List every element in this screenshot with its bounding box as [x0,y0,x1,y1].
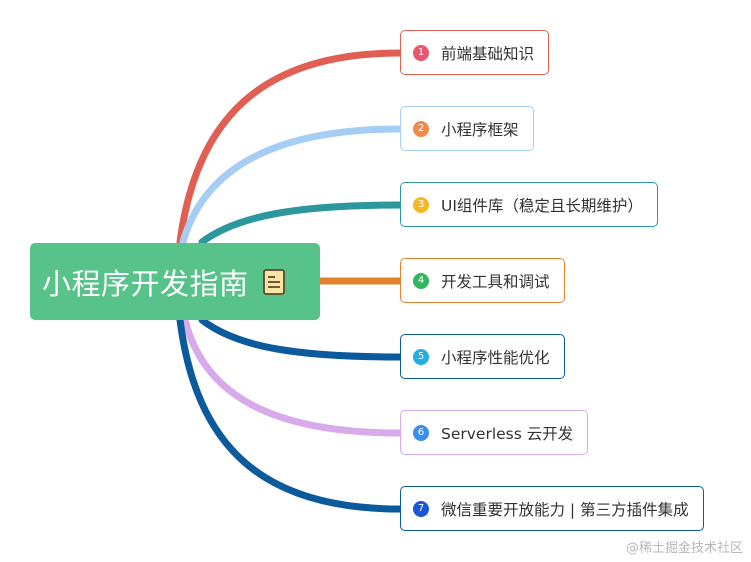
branch-label: 小程序性能优化 [441,348,550,367]
root-topic-title: 小程序开发指南 [42,266,249,301]
connector-branch-1 [176,49,404,246]
connector-branch-5 [198,316,404,361]
connector-branch-6 [181,316,404,437]
number-badge: 4 [413,272,429,289]
branch-node-6[interactable]: 6 Serverless 云开发 [400,410,589,455]
watermark: @稀土掘金技术社区 [625,541,743,556]
connector-branch-2 [179,125,404,246]
note-icon[interactable] [262,268,285,295]
branch-label: 前端基础知识 [441,44,535,63]
branch-label: 小程序框架 [441,120,519,139]
number-badge: 2 [413,120,429,137]
branch-label: 开发工具和调试 [441,272,550,291]
branch-node-3[interactable]: 3 UI组件库（稳定且长期维护） [400,182,658,227]
branch-node-5[interactable]: 5 小程序性能优化 [400,334,565,379]
number-badge: 3 [413,196,429,213]
number-badge: 1 [413,44,429,61]
branch-label: Serverless 云开发 [441,424,574,443]
connector-branch-3 [198,201,404,246]
branch-node-1[interactable]: 1 前端基础知识 [400,30,550,75]
branch-node-4[interactable]: 4 开发工具和调试 [400,258,565,303]
number-badge: 5 [413,348,429,365]
branch-label: 微信重要开放能力 | 第三方插件集成 [441,500,689,519]
number-badge: 6 [413,424,429,441]
branch-node-7[interactable]: 7 微信重要开放能力 | 第三方插件集成 [400,486,704,531]
root-topic-node[interactable]: 小程序开发指南 [30,243,320,320]
branch-label: UI组件库（稳定且长期维护） [441,196,643,215]
number-badge: 7 [413,500,429,517]
connector-branch-7 [176,316,404,513]
branch-node-2[interactable]: 2 小程序框架 [400,106,534,151]
